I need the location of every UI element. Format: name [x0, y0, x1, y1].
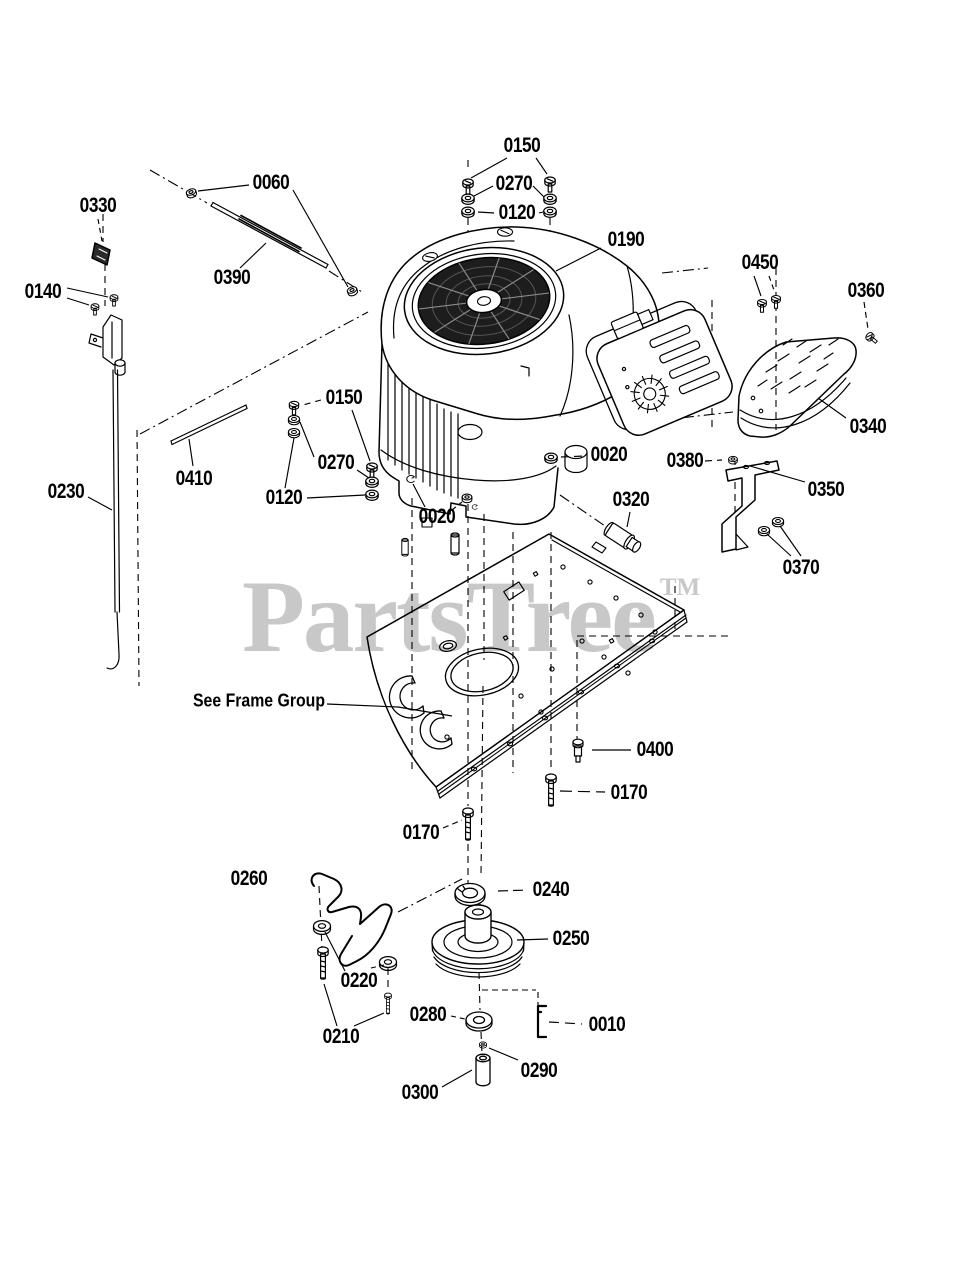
shroud-screw-tab [496, 227, 514, 237]
engine-stud [401, 537, 409, 557]
choke-rod [170, 404, 248, 446]
pulley [431, 904, 525, 978]
fan-screen [403, 246, 565, 356]
part-callout-0400: 0400 [636, 738, 674, 761]
part-callout-0360: 0360 [847, 279, 885, 302]
muffler-outlet [630, 374, 670, 414]
carb-bowl [564, 444, 588, 474]
part-callout-0330: 0330 [79, 194, 117, 217]
part-callout-0060: 0060 [252, 171, 290, 194]
part-callout-0140: 0140 [24, 280, 62, 303]
part-callout-0190: 0190 [607, 228, 645, 251]
part-callout-0020-left: 0020 [418, 505, 456, 528]
shoulder-bolt [572, 738, 584, 763]
part-callout-0340: 0340 [849, 415, 887, 438]
part-callout-0450: 0450 [741, 251, 779, 274]
frame-group-note: See Frame Group [192, 690, 326, 711]
throttle-rod [210, 201, 329, 269]
part-callout-0120-top: 0120 [498, 201, 536, 224]
engine-block [378, 343, 588, 557]
part-callout-0170-left: 0170 [402, 821, 440, 844]
control-rod-long [106, 369, 121, 670]
engine-stud [450, 532, 460, 556]
heat-shield [737, 337, 857, 438]
part-callout-0170-right: 0170 [610, 781, 648, 804]
part-callout-0150-top: 0150 [503, 134, 541, 157]
part-callout-0240: 0240 [532, 878, 570, 901]
muffler [585, 300, 733, 436]
group-bracket-mark [536, 1004, 548, 1039]
belt-keeper-wire [310, 872, 398, 972]
keyed-washer [454, 882, 486, 907]
part-callout-0120-mid: 0120 [265, 486, 303, 509]
part-callout-0260: 0260 [230, 867, 268, 890]
blower-shroud [380, 226, 660, 421]
part-callout-0220: 0220 [340, 969, 378, 992]
base-bolts [317, 738, 584, 1015]
belt-guide-washer [465, 1011, 493, 1032]
part-callout-0320: 0320 [612, 488, 650, 511]
shroud-screw-tab [422, 252, 438, 262]
part-callout-0250: 0250 [552, 927, 590, 950]
part-callout-0270-top: 0270 [495, 172, 533, 195]
leader-lines [66, 157, 869, 1088]
part-callout-0230: 0230 [47, 480, 85, 503]
construction-dashdot-lines [139, 169, 734, 913]
muffler-bracket [721, 460, 780, 553]
part-callout-0350: 0350 [807, 478, 845, 501]
part-callout-0210: 0210 [322, 1025, 360, 1048]
part-callout-0290: 0290 [520, 1059, 558, 1082]
part-callout-0270-mid: 0270 [317, 451, 355, 474]
control-pad [91, 242, 111, 266]
control-bracket [88, 314, 126, 376]
part-callout-0380: 0380 [666, 449, 704, 472]
part-callout-0410: 0410 [175, 467, 213, 490]
part-callout-0010: 0010 [588, 1013, 626, 1036]
part-callout-0300: 0300 [401, 1081, 439, 1104]
part-callout-0390: 0390 [213, 266, 251, 289]
part-callout-0370: 0370 [782, 556, 820, 579]
spacer [475, 1053, 491, 1087]
part-callout-0020-right: 0020 [590, 443, 628, 466]
part-callout-0280: 0280 [409, 1003, 447, 1026]
part-callout-0150-mid: 0150 [325, 386, 363, 409]
drain-valve [603, 521, 642, 553]
watermark-tm-mark: TM [659, 574, 701, 601]
line-art [88, 176, 880, 1087]
